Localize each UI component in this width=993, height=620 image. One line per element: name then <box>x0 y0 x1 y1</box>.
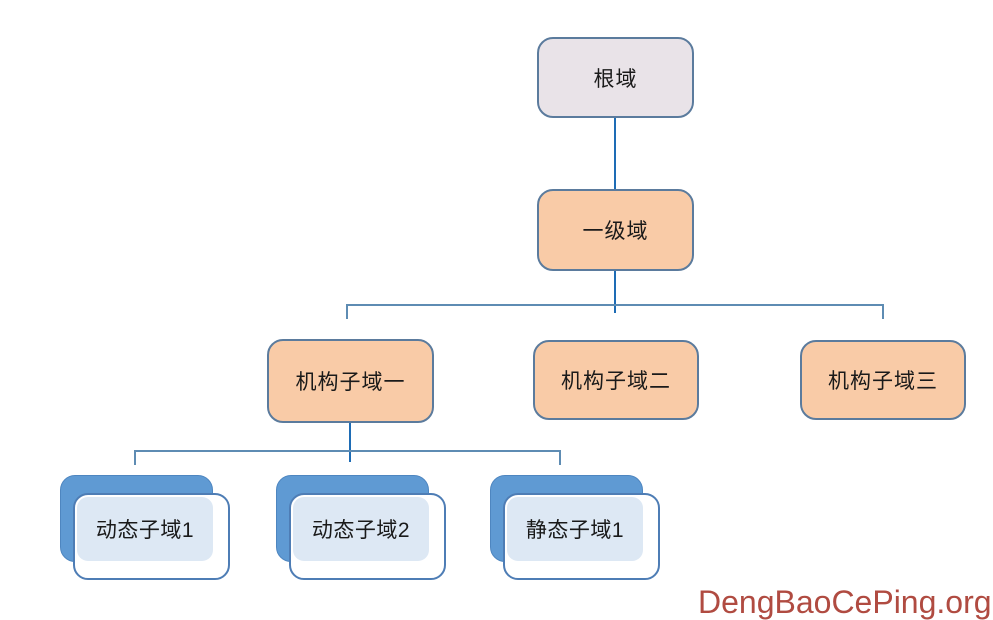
leaf-label-panel: 静态子域1 <box>507 497 643 561</box>
node-static-subdomain-1: 静态子域1 <box>490 475 662 581</box>
node-first-level-domain: 一级域 <box>537 189 694 271</box>
connector-org1-drop <box>349 422 351 462</box>
leaf-front-card: 动态子域2 <box>289 493 446 580</box>
leaf-label-panel: 动态子域2 <box>293 497 429 561</box>
node-org-subdomain-3-label: 机构子域三 <box>828 370 938 393</box>
connector-root-to-level1 <box>614 118 616 190</box>
node-root-domain: 根域 <box>537 37 694 118</box>
connector-level3-horizontal <box>134 450 561 452</box>
connector-level2-left-stub <box>346 304 348 319</box>
connector-level3-right-stub <box>559 450 561 465</box>
node-org-subdomain-1: 机构子域一 <box>267 339 434 423</box>
watermark-text: DengBaoCePing.org <box>698 584 992 620</box>
connector-level2-right-stub <box>882 304 884 319</box>
node-org-subdomain-2: 机构子域二 <box>533 340 699 420</box>
node-org-subdomain-2-label: 机构子域二 <box>561 370 671 393</box>
node-dynamic-subdomain-2-label: 动态子域2 <box>311 519 411 542</box>
connector-level3-left-stub <box>134 450 136 465</box>
node-root-domain-label: 根域 <box>593 67 638 91</box>
connector-level2-horizontal <box>346 304 884 306</box>
node-static-subdomain-1-label: 静态子域1 <box>525 519 625 542</box>
node-org-subdomain-1-label: 机构子域一 <box>295 371 406 394</box>
leaf-label-panel: 动态子域1 <box>77 497 213 561</box>
node-dynamic-subdomain-2: 动态子域2 <box>276 475 448 581</box>
connector-level1-drop <box>614 270 616 313</box>
leaf-front-card: 动态子域1 <box>73 493 230 580</box>
node-dynamic-subdomain-1-label: 动态子域1 <box>95 519 195 542</box>
node-first-level-domain-label: 一级域 <box>582 220 649 243</box>
node-dynamic-subdomain-1: 动态子域1 <box>60 475 232 581</box>
node-org-subdomain-3: 机构子域三 <box>800 340 966 420</box>
leaf-front-card: 静态子域1 <box>503 493 660 580</box>
